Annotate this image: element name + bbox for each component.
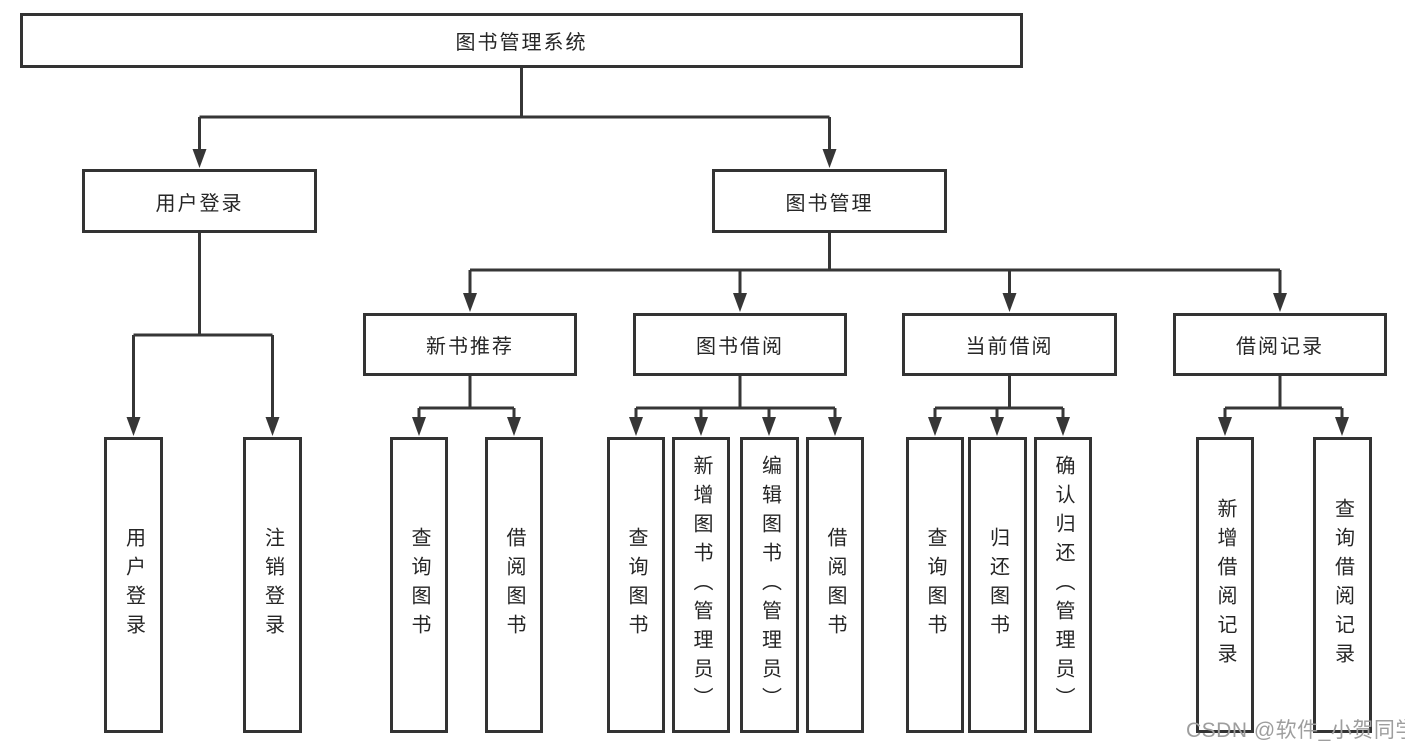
arrowhead — [463, 293, 477, 312]
node-root-library-system: 图书管理系统 — [20, 13, 1023, 68]
edge-root-to-level2 — [198, 68, 831, 151]
leaf-add-book-admin: 新增图书（管理员） — [672, 437, 730, 733]
leaf-query-books-current: 查询图书 — [906, 437, 964, 733]
leaf-borrow-books-recommend: 借阅图书 — [485, 437, 543, 733]
node-new-book-recommend: 新书推荐 — [363, 313, 577, 376]
arrowhead — [1335, 417, 1349, 436]
node-book-management: 图书管理 — [712, 169, 947, 233]
arrowhead — [822, 149, 837, 168]
arrowhead — [126, 417, 141, 436]
edge-new-book-children — [417, 376, 516, 419]
leaf-query-borrow-record: 查询借阅记录 — [1313, 437, 1372, 733]
leaf-add-borrow-record: 新增借阅记录 — [1196, 437, 1254, 733]
node-book-borrow: 图书借阅 — [633, 313, 847, 376]
node-user-login: 用户登录 — [82, 169, 317, 233]
edge-user-login-children — [132, 233, 274, 419]
arrowhead — [1002, 293, 1017, 312]
arrowhead — [412, 417, 426, 436]
edge-current-borrow-children — [933, 376, 1065, 419]
arrowhead — [694, 417, 708, 436]
arrowheads — [126, 149, 1349, 436]
arrowhead — [1218, 417, 1232, 436]
node-borrow-records: 借阅记录 — [1173, 313, 1387, 376]
node-current-borrow: 当前借阅 — [902, 313, 1117, 376]
arrowhead — [828, 417, 842, 436]
edge-borrow-records-children — [1223, 376, 1344, 419]
edge-book-management-children — [468, 233, 1282, 295]
arrowhead — [928, 417, 942, 436]
arrowhead — [762, 417, 776, 436]
arrowhead — [629, 417, 643, 436]
leaf-confirm-return-admin: 确认归还（管理员） — [1034, 437, 1092, 733]
leaf-logout: 注销登录 — [243, 437, 302, 733]
leaf-return-book: 归还图书 — [968, 437, 1027, 733]
arrowhead — [265, 417, 280, 436]
leaf-query-books-borrow: 查询图书 — [607, 437, 665, 733]
leaf-borrow-books: 借阅图书 — [806, 437, 864, 733]
leaf-edit-book-admin: 编辑图书（管理员） — [740, 437, 799, 733]
arrowhead — [192, 149, 207, 168]
leaf-query-books-recommend: 查询图书 — [390, 437, 448, 733]
csdn-watermark: CSDN @软件_小贺同学 — [1186, 719, 1405, 742]
edge-book-borrow-children — [634, 376, 837, 419]
arrowhead — [990, 417, 1004, 436]
leaf-user-login: 用户登录 — [104, 437, 163, 733]
arrowhead — [733, 293, 747, 312]
arrowhead — [1056, 417, 1070, 436]
arrowhead — [507, 417, 521, 436]
arrowhead — [1273, 293, 1287, 312]
